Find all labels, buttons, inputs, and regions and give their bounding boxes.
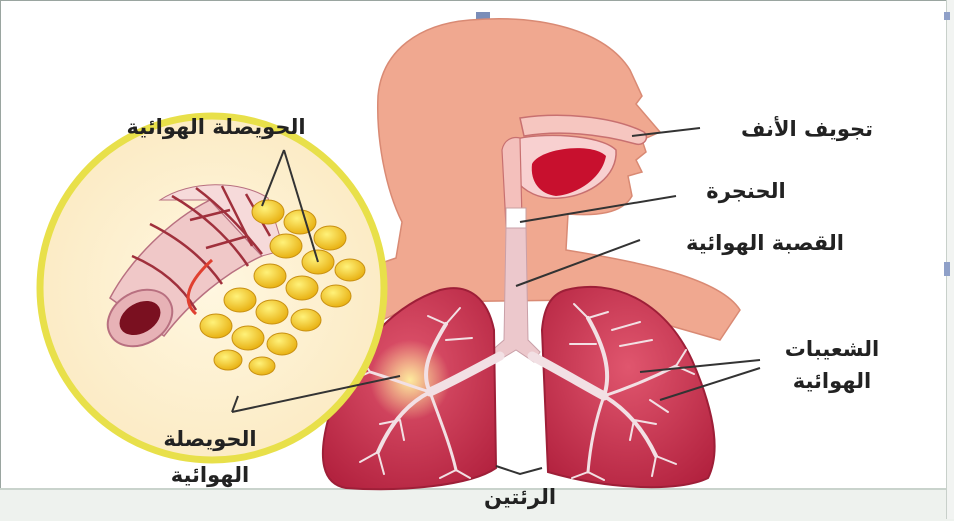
label-alveolus-bottom-2: الهوائية — [120, 460, 300, 490]
alveolus-zoom — [40, 116, 384, 460]
label-larynx: الحنجرة — [676, 176, 816, 206]
label-nasal-cavity: تجويف الأنف — [696, 114, 918, 144]
larynx-structure — [506, 208, 526, 230]
label-trachea: القصبة الهوائية — [640, 228, 890, 258]
label-alveolus-top: الحويصلة الهوائية — [66, 112, 366, 142]
label-lungs: الرئتين — [440, 482, 600, 512]
label-alveolus-bottom-1: الحويصلة — [120, 424, 300, 454]
label-bronchioles-1: الشعيبات — [752, 334, 912, 364]
label-bronchioles-2: الهوائية — [752, 366, 912, 396]
